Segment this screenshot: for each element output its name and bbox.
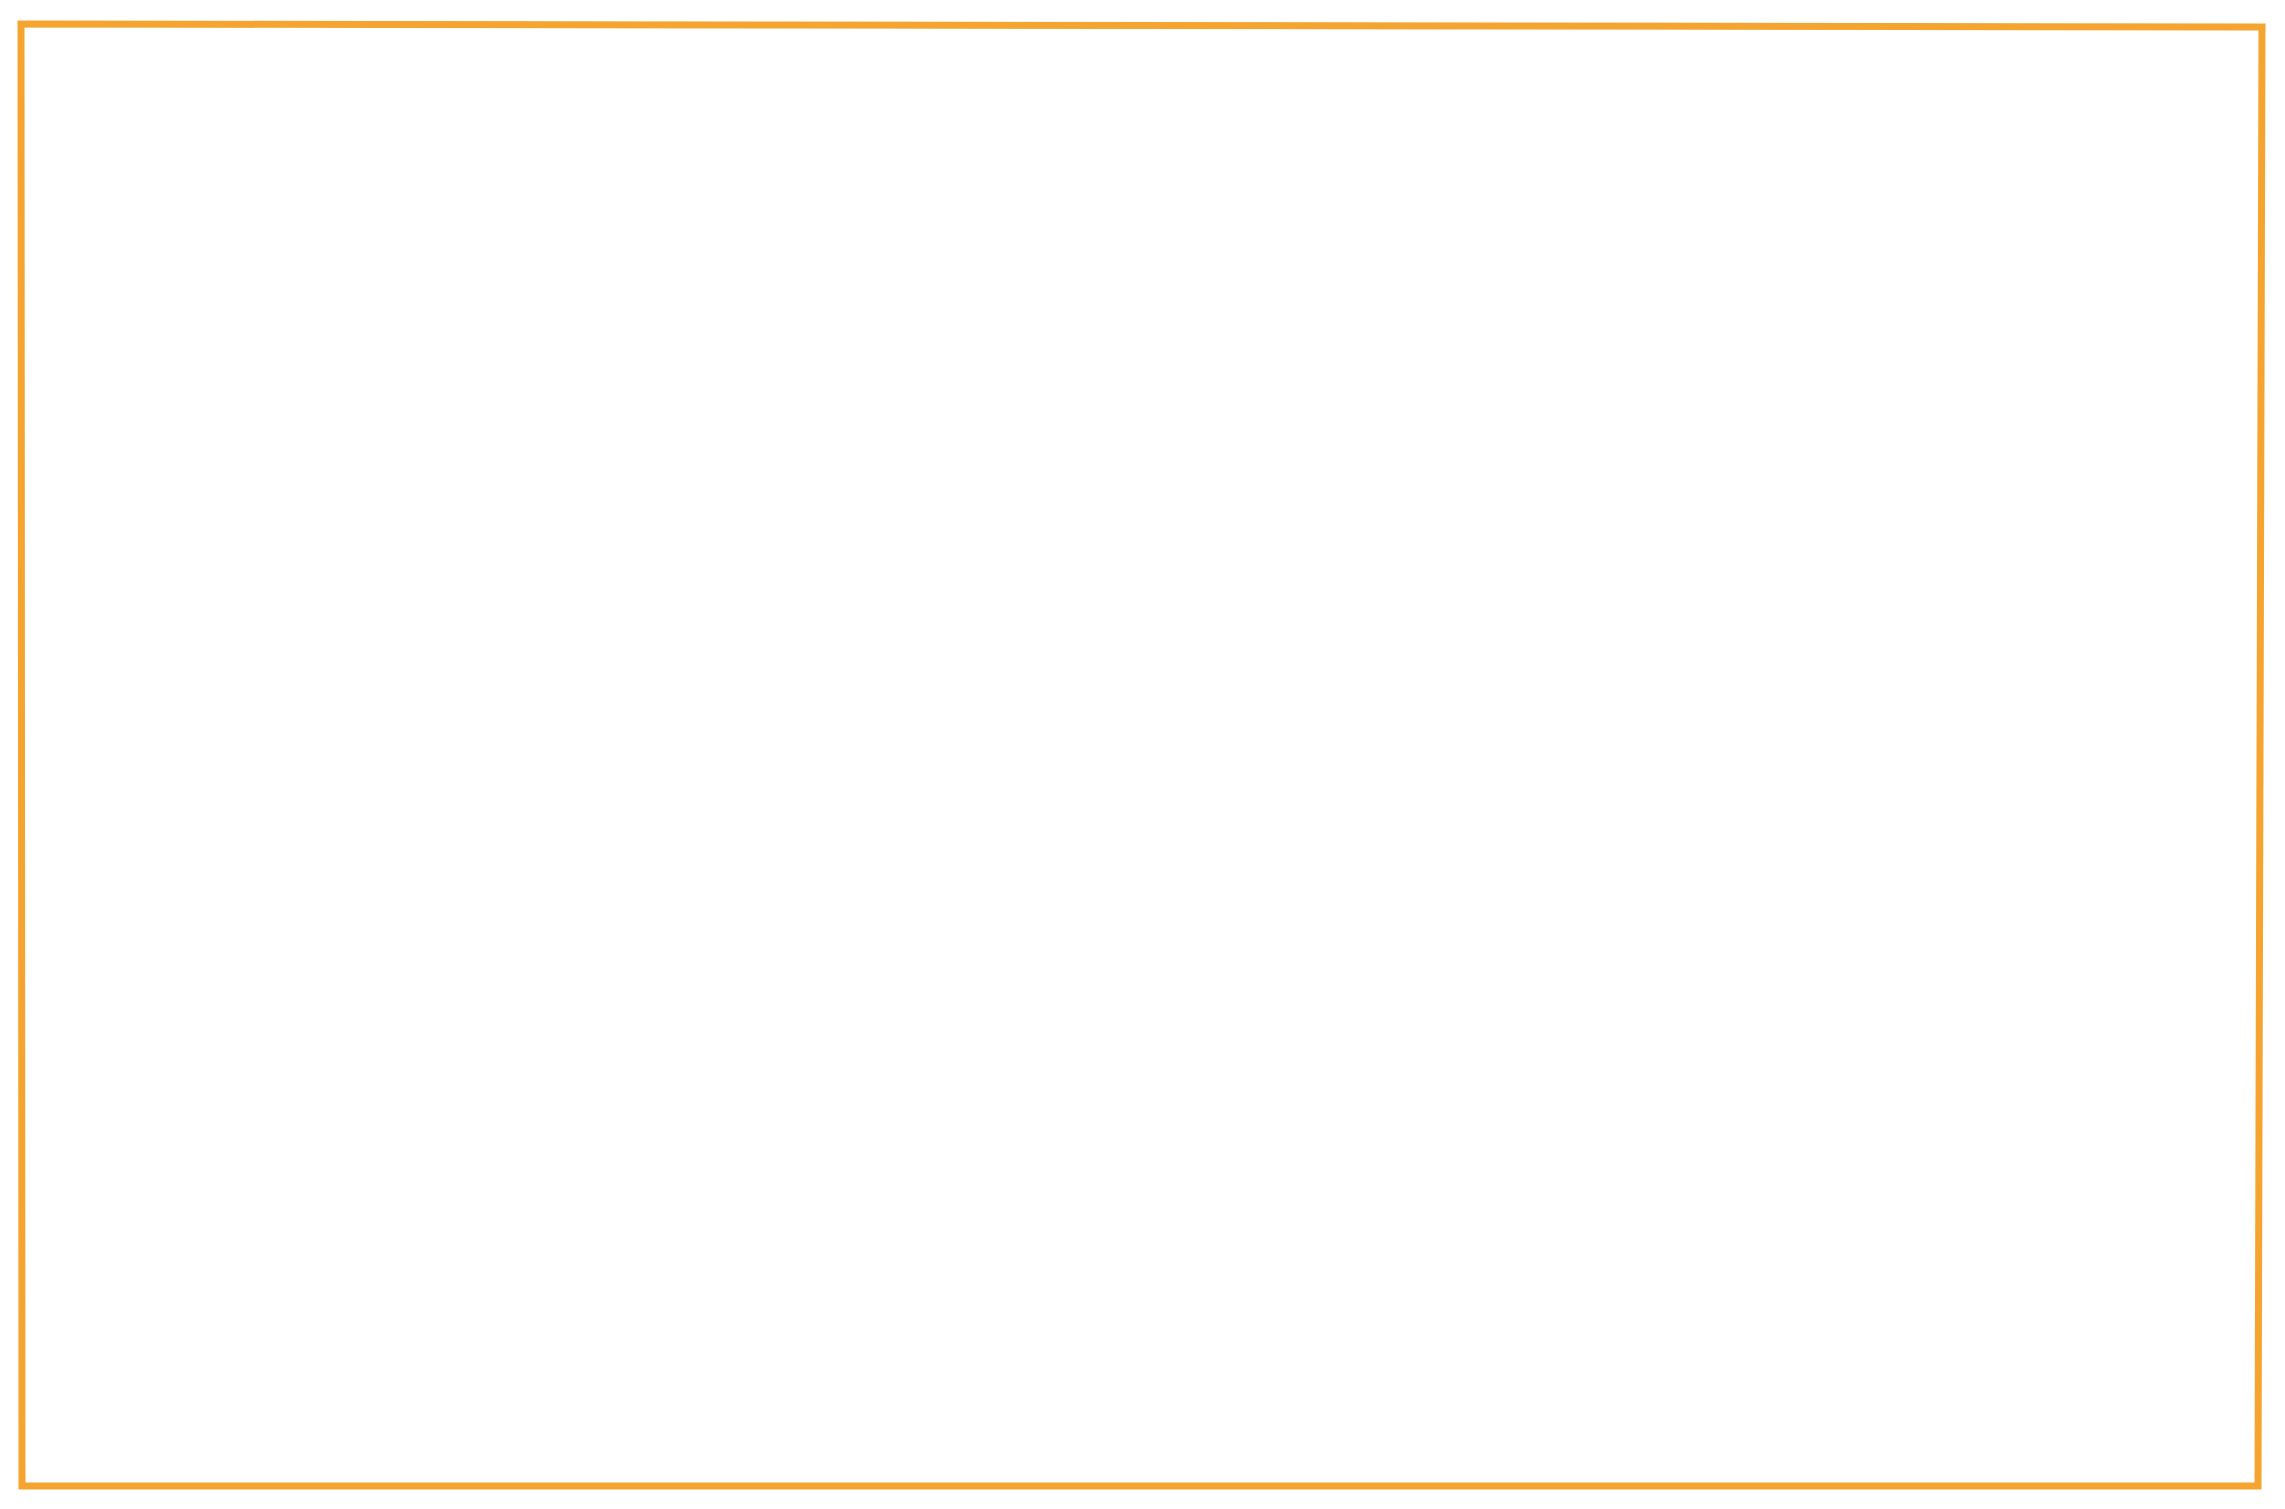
outline-frame xyxy=(17,20,2266,1490)
